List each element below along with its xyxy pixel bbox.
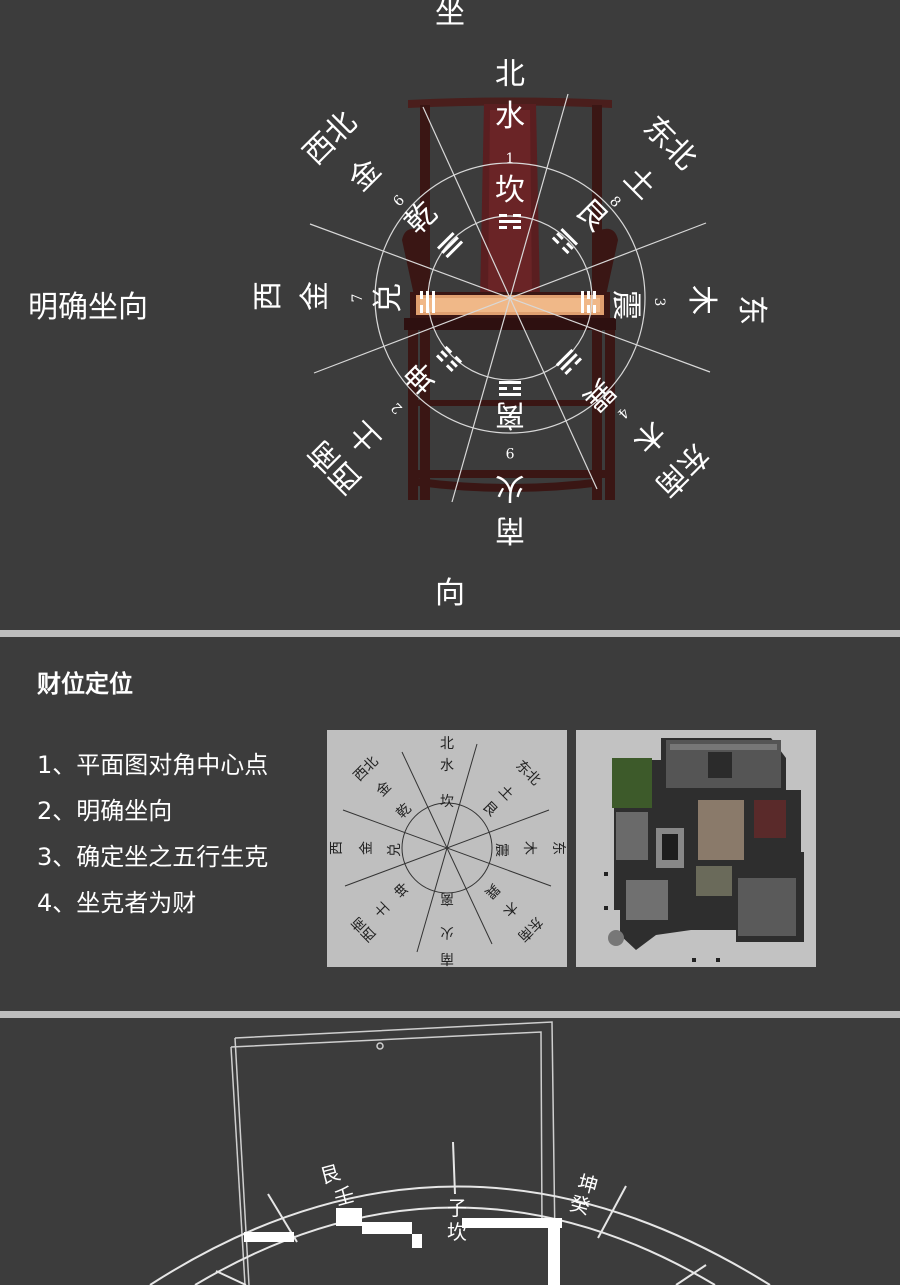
mini-element-west: 金 [359, 841, 375, 855]
trigram-northwest-icon [436, 231, 464, 259]
dir-east: 东 [734, 295, 769, 325]
mini-gua-south: 离 [440, 890, 454, 907]
gua-west: 兑 [371, 283, 406, 313]
confirm-orientation-label: 明确坐向 [28, 290, 148, 325]
wealth-position-panel: 财位定位 1、平面图对角中心点 2、明确坐向 3、确定坐之五行生克 4、坐克者为… [0, 637, 900, 1011]
mini-element-southwest: 土 [372, 898, 393, 919]
dir-south: 南 [495, 512, 525, 547]
mini-dir-south: 南 [440, 950, 454, 966]
num-northwest: 6 [390, 192, 408, 210]
dir-west: 西 [251, 281, 286, 311]
num-south: 9 [506, 444, 515, 460]
mini-dir-southwest: 西南 [349, 913, 380, 944]
step-item: 1、平面图对角中心点 [37, 751, 269, 779]
trigram-west-icon [420, 291, 435, 313]
dir-north: 北 [495, 57, 525, 92]
section-title: 财位定位 [37, 670, 133, 698]
label-gui: 癸 [567, 1191, 593, 1219]
trigram-east-icon [581, 291, 596, 313]
mini-element-north: 水 [440, 758, 454, 774]
num-southeast: 4 [614, 404, 632, 422]
mini-gua-west: 兑 [387, 843, 403, 857]
step-item: 4、坐克者为财 [37, 889, 197, 917]
trigram-south-icon [499, 381, 521, 396]
trigram-southwest-icon [435, 345, 463, 373]
facing-label: 向 [435, 576, 465, 611]
element-west: 金 [298, 281, 333, 311]
label-zi: 子 [447, 1196, 467, 1220]
num-southwest: 2 [388, 399, 406, 417]
chair-image [402, 97, 618, 500]
mini-dir-northeast: 东北 [512, 758, 543, 789]
num-east: 3 [651, 298, 667, 307]
element-north: 水 [495, 99, 525, 134]
mini-gua-north: 坎 [440, 794, 454, 810]
seat-label: 坐 [435, 0, 465, 31]
mini-dir-north: 北 [440, 736, 454, 752]
gua-east: 震 [608, 290, 643, 320]
gua-north: 坎 [495, 173, 525, 208]
mini-dir-southeast: 东南 [514, 913, 545, 944]
mini-gua-northwest: 乾 [394, 801, 415, 822]
trigram-southeast-icon [555, 348, 583, 376]
mini-gua-northeast: 艮 [479, 799, 500, 820]
mini-gua-east: 震 [493, 843, 509, 857]
trigram-north-icon [499, 214, 521, 229]
section-divider [0, 1011, 900, 1018]
element-northwest: 金 [342, 152, 388, 198]
mini-dir-west: 西 [329, 841, 345, 855]
gua-southwest: 坤 [398, 354, 444, 400]
mini-element-south: 火 [440, 924, 454, 940]
mini-element-northeast: 土 [495, 783, 516, 804]
trigram-northeast-icon [551, 227, 579, 255]
num-west: 7 [350, 294, 366, 303]
floor-plan-image [604, 738, 804, 962]
bagua-compass-diagram: 北 水 坎 东北 土 艮 东 木 震 东南 木 巽 南 火 离 西南 土 坤 西… [329, 736, 566, 966]
label-kan: 坎 [447, 1220, 467, 1244]
mini-dir-east: 东 [550, 841, 566, 855]
section-divider [0, 630, 900, 637]
element-south: 火 [495, 470, 525, 505]
step-item: 2、明确坐向 [37, 797, 173, 825]
wall-segments [244, 1208, 562, 1285]
mini-gua-southeast: 巽 [481, 880, 502, 901]
chair-compass-graphic: 北 水 1 坎 东北 土 8 艮 东 木 3 震 东南 木 4 巽 [251, 57, 769, 547]
step-item: 3、确定坐之五行生克 [37, 843, 269, 871]
mini-element-southeast: 木 [499, 898, 520, 919]
mini-dir-northwest: 西北 [351, 754, 382, 785]
steps-list: 1、平面图对角中心点 2、明确坐向 3、确定坐之五行生克 4、坐克者为财 [37, 749, 268, 933]
element-east: 木 [684, 285, 719, 315]
label-ren: 壬 [331, 1182, 357, 1210]
mini-gua-southwest: 坤 [392, 878, 413, 899]
num-north: 1 [506, 151, 515, 167]
mini-element-northwest: 金 [374, 779, 395, 800]
floor-compass-diagram: 艮 壬 子 坎 坤 癸 [149, 1021, 771, 1285]
gua-south: 离 [495, 397, 525, 432]
mini-element-east: 木 [521, 841, 537, 855]
floor-plan-card [576, 730, 816, 967]
floor-compass-panel: 艮 壬 子 坎 坤 癸 [0, 1018, 900, 1285]
element-southeast: 木 [626, 414, 672, 460]
chair-compass-panel: 坐 [0, 0, 900, 630]
bagua-compass-card: 北 水 坎 东北 土 艮 东 木 震 东南 木 巽 南 火 离 西南 土 坤 西… [327, 730, 567, 967]
element-southwest: 土 [342, 414, 388, 460]
